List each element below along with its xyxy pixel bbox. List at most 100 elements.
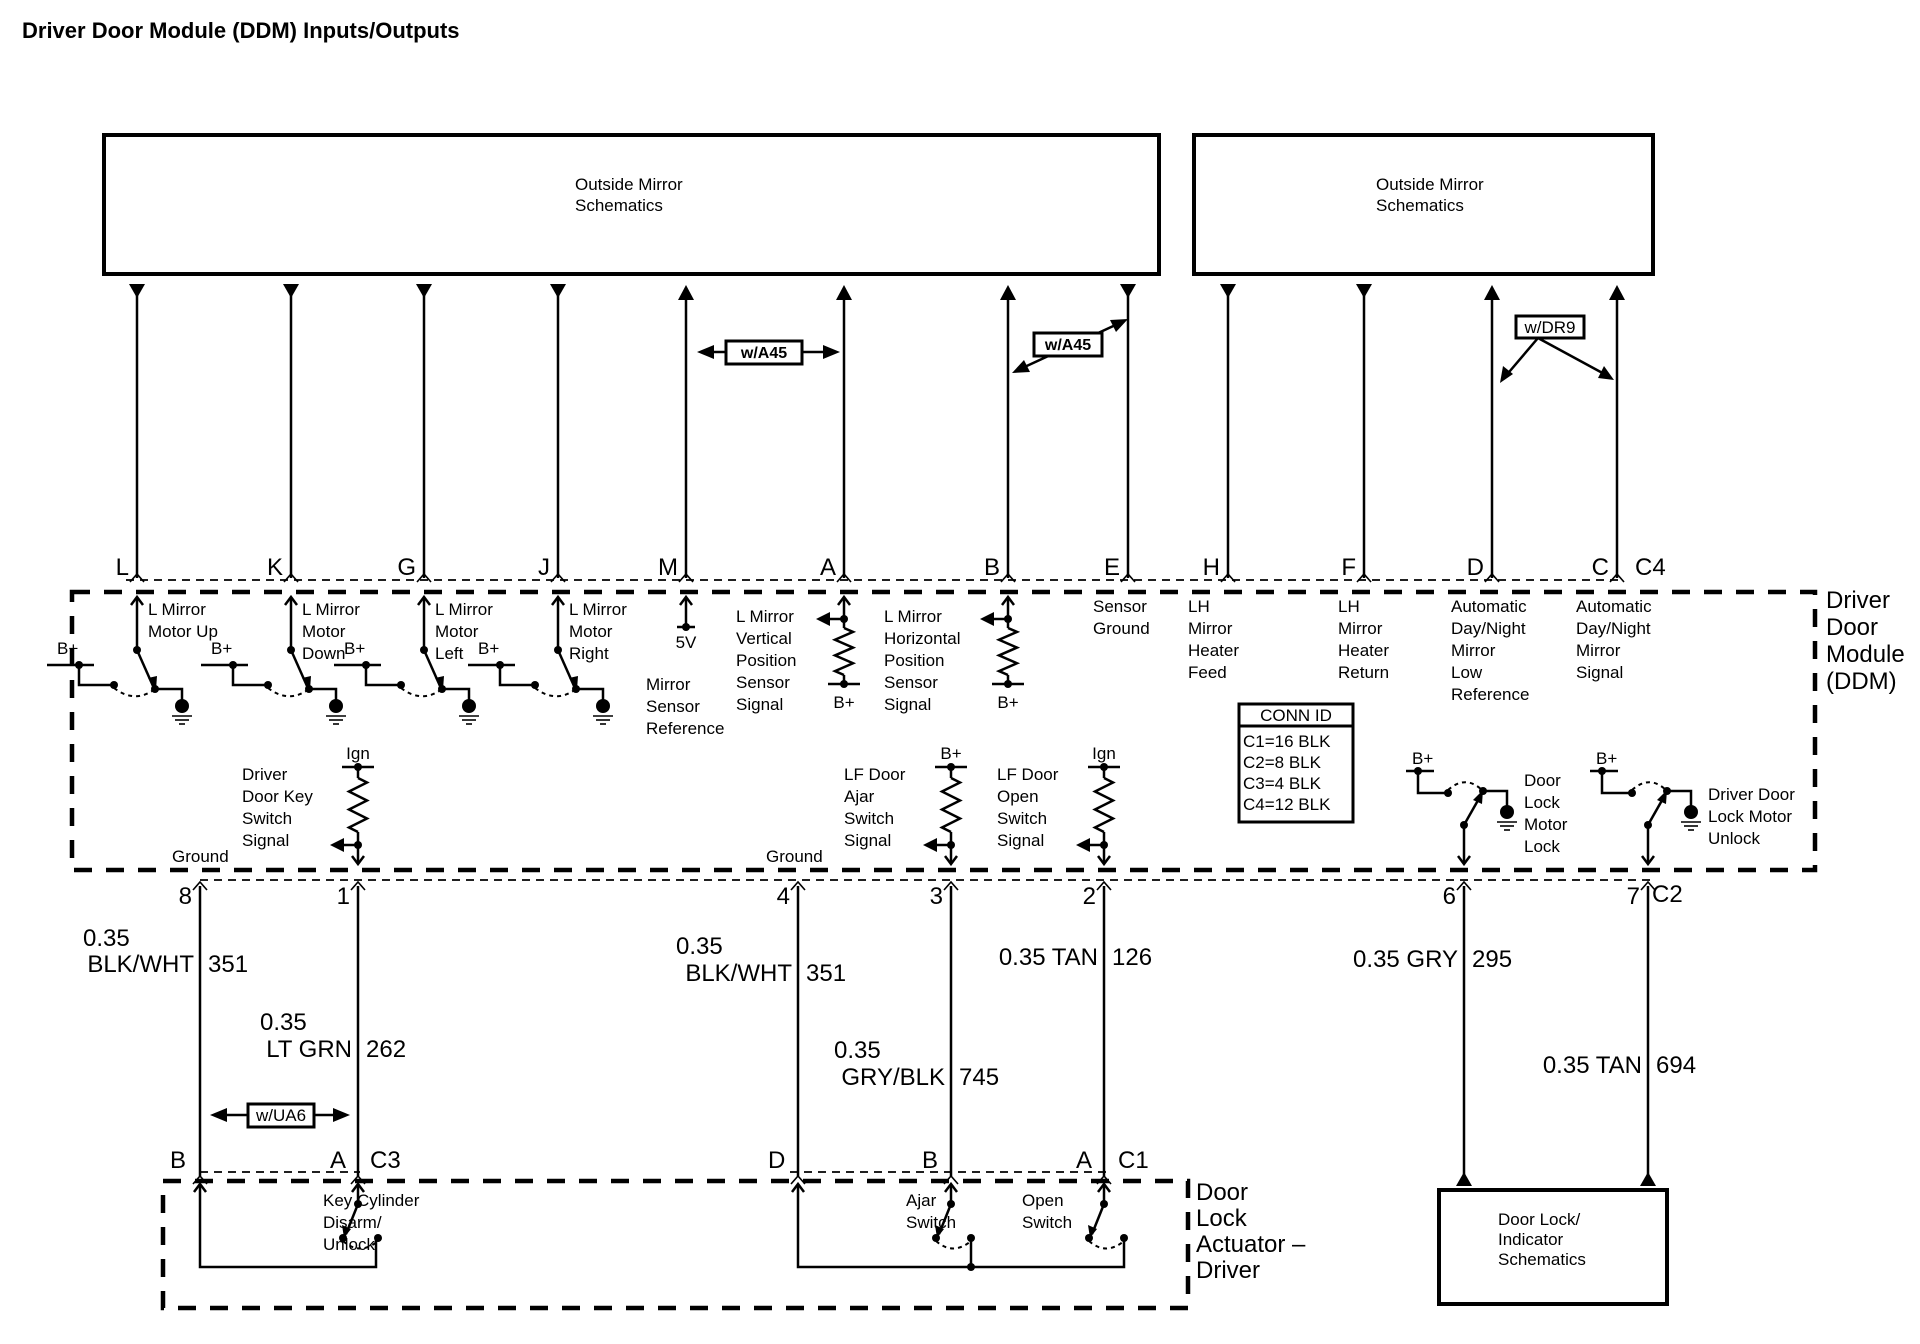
key-cylinder-label-1: Key Cylinder xyxy=(323,1191,420,1210)
signal-arrow-icon xyxy=(923,838,937,852)
c4-pin-function-label: Sensor xyxy=(646,697,700,716)
switch-signal-label: LF Door xyxy=(997,765,1059,784)
signal-arrow-icon xyxy=(1076,838,1090,852)
arrow-up-icon xyxy=(1609,285,1625,300)
c4-pin-function-label: Mirror xyxy=(1451,641,1496,660)
ajar-switch-label-2: Switch xyxy=(906,1213,956,1232)
c4-connector-label: C4 xyxy=(1635,554,1666,581)
c2-pin-3: 3 xyxy=(930,883,943,910)
c4-pin-A: A xyxy=(820,554,836,581)
arrow-down-icon xyxy=(550,284,566,298)
key-cylinder-label-3: Unlock xyxy=(323,1235,375,1254)
wire-color: 0.35 TAN xyxy=(999,944,1098,971)
c4-pin-function-label: Heater xyxy=(1188,641,1239,660)
arrow-up-icon xyxy=(1001,594,1015,606)
c4-pin-function-label: L Mirror xyxy=(736,607,794,626)
switch-signal-label: Driver xyxy=(242,765,288,784)
switch-signal-label: Switch xyxy=(242,809,292,828)
supply-label: Ign xyxy=(346,744,370,763)
connector-terminal xyxy=(350,880,366,891)
c4-pin-H: H xyxy=(1203,554,1220,581)
junction-dot xyxy=(1085,1234,1093,1242)
arrow-down-icon xyxy=(1641,855,1655,867)
wire-color: 0.35 TAN xyxy=(1543,1052,1642,1079)
arrow-down-icon xyxy=(1120,284,1136,298)
c4-pin-function-label: Automatic xyxy=(1451,597,1527,616)
c4-pin-K: K xyxy=(267,554,283,581)
outside-mirror-schematics-box-right[interactable] xyxy=(1192,133,1655,276)
ddm-label-4: (DDM) xyxy=(1826,668,1897,695)
junction-dot xyxy=(967,1263,975,1271)
motor-output-label: Door xyxy=(1524,771,1561,790)
a45-tag-left: w/A45 xyxy=(740,345,787,362)
c4-pin-function-label: Mirror xyxy=(1576,641,1621,660)
arrow-up-icon xyxy=(679,594,693,606)
bplus-label: B+ xyxy=(1412,749,1433,768)
arrow-down-icon xyxy=(1097,855,1111,867)
outside-mirror-label-left-1: Outside Mirror xyxy=(575,175,683,194)
c4-pin-function-label: L Mirror xyxy=(148,600,206,619)
ajar-switch-label-1: Ajar xyxy=(906,1191,937,1210)
connector-terminal xyxy=(1456,880,1472,891)
c4-pin-L: L xyxy=(116,554,129,581)
c4-pin-function-label: Mirror xyxy=(1188,619,1233,638)
wire-circuit: 694 xyxy=(1656,1052,1696,1079)
door-lock-indicator-label-1: Door Lock/ xyxy=(1498,1210,1580,1229)
c4-pin-function-label: Low xyxy=(1451,663,1483,682)
arrow-down-icon xyxy=(351,855,365,867)
c1-pin-d: D xyxy=(768,1147,785,1174)
c4-pin-function-label: LH xyxy=(1188,597,1210,616)
bplus-label: B+ xyxy=(1596,749,1617,768)
outside-mirror-schematics-box-left[interactable] xyxy=(102,133,1161,276)
option-a45-right: w/A45 xyxy=(1012,319,1128,373)
c4-pin-function-label: LH xyxy=(1338,597,1360,616)
connector-terminal xyxy=(1640,880,1656,891)
wire-circuit: 262 xyxy=(366,1036,406,1063)
connector-terminal xyxy=(1096,880,1112,891)
c4-pin-function-label: Ground xyxy=(1093,619,1150,638)
c1-connector-label: C1 xyxy=(1118,1147,1149,1174)
dr9-tag: w/DR9 xyxy=(1523,318,1575,337)
arrow-down-icon xyxy=(416,284,432,298)
door-lock-actuator-boundary xyxy=(160,1178,1191,1311)
outside-mirror-label-right-2: Schematics xyxy=(1376,196,1464,215)
c4-pin-function-label: Motor xyxy=(435,622,479,641)
c2-pin-8: 8 xyxy=(179,883,192,910)
switch-signal-label: Switch xyxy=(844,809,894,828)
wire-circuit: 126 xyxy=(1112,944,1152,971)
motor-output-label: Unlock xyxy=(1708,829,1760,848)
c4-pin-function-label: Heater xyxy=(1338,641,1389,660)
c4-pin-J: J xyxy=(538,554,550,581)
c4-pin-function-label: Motor xyxy=(569,622,613,641)
ddm-module-boundary xyxy=(69,589,1818,873)
junction-dot xyxy=(932,1234,940,1242)
switch-signal-label: LF Door xyxy=(844,765,906,784)
wire-color: 0.35 GRY xyxy=(1353,946,1458,973)
option-dr9: w/DR9 xyxy=(1500,314,1614,383)
key-cylinder-label-2: Disarm/ xyxy=(323,1213,382,1232)
actuator-label-1: Door xyxy=(1196,1179,1248,1206)
junction-dot xyxy=(1004,680,1012,688)
conn-id-row: C4=12 BLK xyxy=(1243,795,1331,814)
door-lock-indicator-schematics-box[interactable] xyxy=(1437,1188,1669,1306)
bplus-label: B+ xyxy=(211,639,232,658)
junction-dot xyxy=(1444,789,1452,797)
conn-id-table: CONN ID C1=16 BLK C2=8 BLK C3=4 BLK C4=1… xyxy=(1237,702,1355,824)
wire-circuit: 351 xyxy=(208,951,248,978)
switch-signal-label: Signal xyxy=(844,831,891,850)
open-switch-label-1: Open xyxy=(1022,1191,1064,1210)
bplus-label: B+ xyxy=(478,639,499,658)
switch-signal-label: Signal xyxy=(997,831,1044,850)
c4-pin-C: C xyxy=(1592,554,1609,581)
c3-pin-a: A xyxy=(330,1147,346,1174)
junction-dot xyxy=(264,681,272,689)
junction-dot xyxy=(110,681,118,689)
junction-dot xyxy=(682,623,690,631)
arrow-up-icon xyxy=(130,594,144,606)
conn-id-row: C3=4 BLK xyxy=(1243,774,1322,793)
arrow-up-icon xyxy=(1640,1172,1656,1186)
wire-size: 0.35 xyxy=(834,1037,881,1064)
